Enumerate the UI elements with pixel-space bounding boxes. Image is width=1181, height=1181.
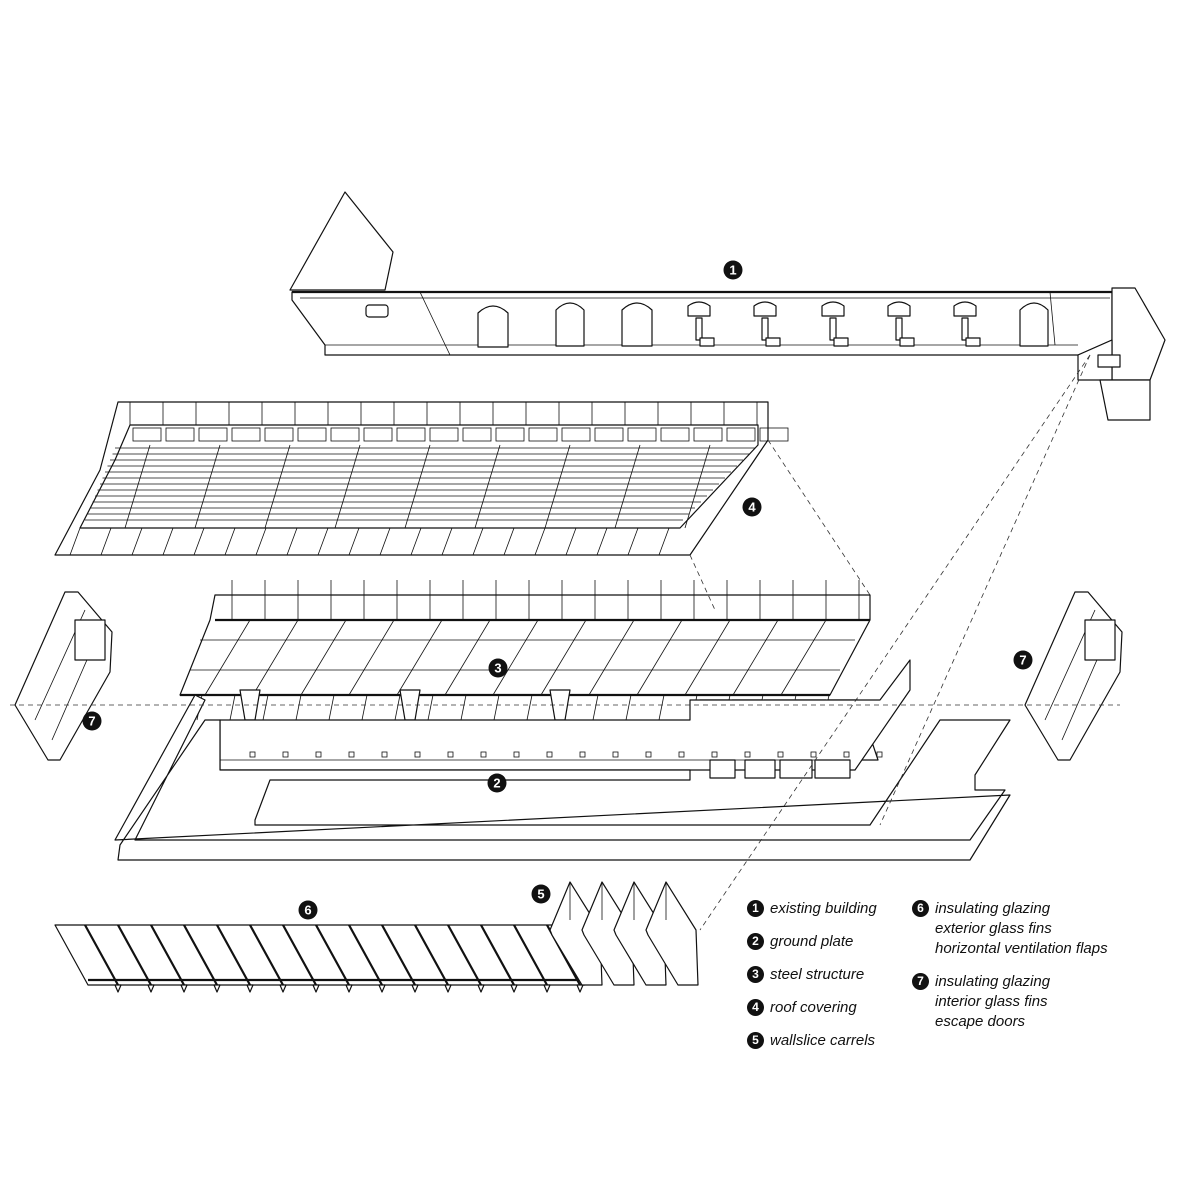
- marker-label: 3: [494, 661, 501, 676]
- legend-number-badge: 4: [747, 999, 764, 1016]
- legend-column-left: 1 existing building 2 ground plate 3 steel st…: [747, 899, 917, 1064]
- legend-number-badge: 6: [912, 900, 929, 917]
- marker-m7b: 7: [1013, 650, 1033, 670]
- legend-text: exterior glass fins: [935, 920, 1052, 937]
- marker-m6: 6: [298, 900, 318, 920]
- marker-label: 5: [537, 887, 544, 902]
- marker-label: 6: [304, 903, 311, 918]
- alignment-lines: [10, 354, 1120, 931]
- legend-text: roof covering: [770, 999, 857, 1016]
- legend-item-7: 7 insulating glazing interior glass fins es…: [912, 972, 1142, 1032]
- legend-number-badge: 2: [747, 933, 764, 950]
- side-panel-left: [14, 591, 113, 761]
- existing-building: [289, 191, 1166, 421]
- legend-text: wallslice carrels: [770, 1032, 876, 1049]
- glazing-strip: [54, 924, 586, 993]
- roof-covering: [54, 401, 789, 556]
- legend-item-4: 4 roof covering: [747, 998, 917, 1018]
- legend-text: horizontal ventilation flaps: [935, 940, 1108, 957]
- marker-m7a: 7: [82, 711, 102, 731]
- legend-number-badge: 3: [747, 966, 764, 983]
- legend-text: interior glass fins: [935, 993, 1048, 1010]
- marker-m5: 5: [531, 884, 551, 904]
- legend-text: steel structure: [770, 966, 865, 983]
- legend-column-right: 6 insulating glazing exterior glass fins ho…: [912, 899, 1142, 1045]
- marker-m3: 3: [488, 658, 508, 678]
- legend-text: insulating glazing: [935, 973, 1051, 990]
- legend-item-3: 3 steel structure: [747, 965, 917, 985]
- legend-text: ground plate: [770, 933, 854, 950]
- marker-label: 1: [729, 263, 736, 278]
- marker-label: 7: [1019, 653, 1026, 668]
- side-panel-right: [1024, 591, 1123, 761]
- legend-text: existing building: [770, 900, 877, 917]
- legend-item-5: 5 wallslice carrels: [747, 1031, 917, 1051]
- legend-number-badge: 1: [747, 900, 764, 917]
- legend-item-6: 6 insulating glazing exterior glass fins ho…: [912, 899, 1142, 959]
- legend-text: insulating glazing: [935, 900, 1051, 917]
- legend-number-badge: 7: [912, 973, 929, 990]
- marker-m1: 1: [723, 260, 743, 280]
- legend-item-2: 2 ground plate: [747, 932, 917, 952]
- legend-item-1: 1 existing building: [747, 899, 917, 919]
- legend-text: escape doors: [935, 1013, 1026, 1030]
- marker-label: 7: [88, 714, 95, 729]
- ground-plate: [114, 659, 1011, 861]
- wallslice-carrels: [549, 881, 699, 986]
- legend-number-badge: 5: [747, 1032, 764, 1049]
- marker-label: 4: [748, 500, 756, 515]
- marker-m2: 2: [487, 773, 507, 793]
- marker-m4: 4: [742, 497, 762, 517]
- marker-label: 2: [493, 776, 500, 791]
